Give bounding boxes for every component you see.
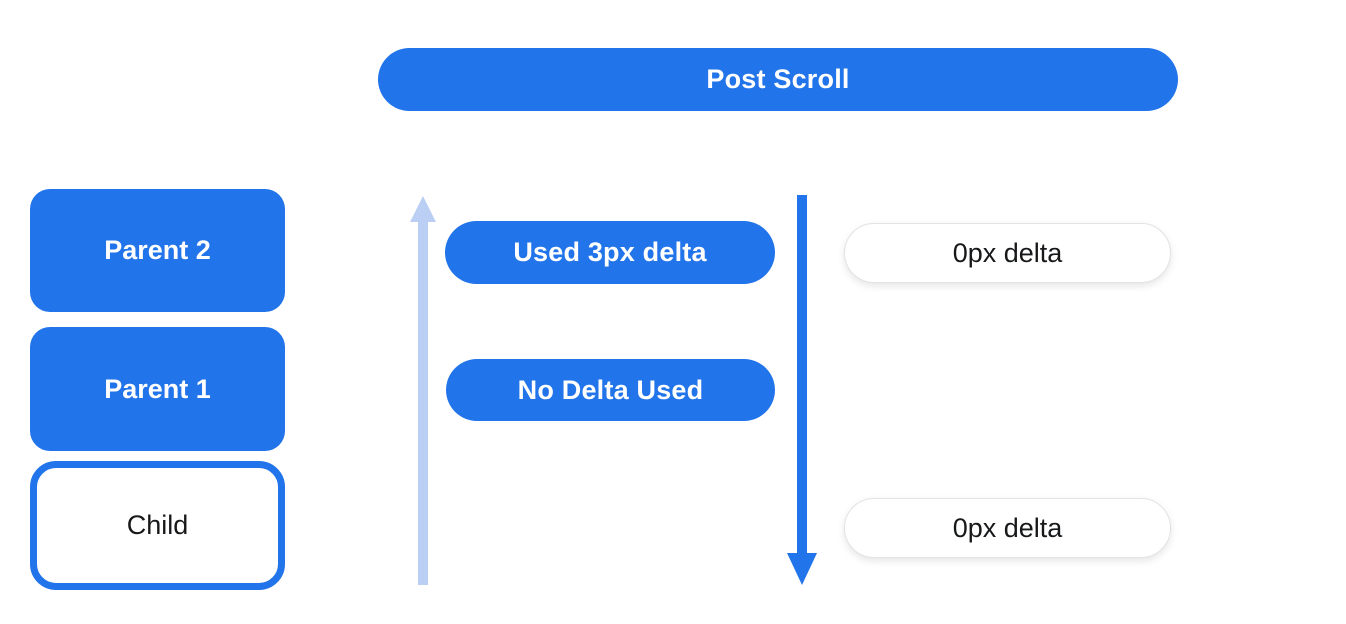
used-3px-delta-pill: Used 3px delta (445, 221, 775, 284)
child-label: Child (126, 510, 189, 540)
zero-px-delta-top-label: 0px delta (952, 237, 1063, 268)
down-arrowhead (787, 553, 817, 585)
zero-px-delta-bottom-label: 0px delta (952, 512, 1063, 543)
no-delta-used-pill: No Delta Used (446, 359, 775, 421)
up-arrowhead (410, 196, 436, 222)
post-scroll-header-pill: Post Scroll (378, 48, 1178, 111)
child-box: Child (30, 461, 285, 590)
used-3px-delta-label: Used 3px delta (513, 237, 707, 267)
no-delta-used-label: No Delta Used (517, 374, 704, 405)
parent-1-label: Parent 1 (104, 373, 211, 404)
parent-2-label: Parent 2 (104, 235, 211, 265)
parent-2-box: Parent 2 (30, 189, 285, 312)
down-arrow-shaft (797, 195, 807, 553)
up-arrow-icon (410, 196, 436, 585)
parent-1-box: Parent 1 (30, 327, 285, 451)
up-arrow-shaft (418, 222, 428, 585)
down-arrow-icon (787, 195, 817, 585)
post-scroll-label: Post Scroll (706, 64, 850, 94)
zero-px-delta-top-pill: 0px delta (844, 223, 1171, 283)
zero-px-delta-bottom-pill: 0px delta (844, 498, 1171, 558)
